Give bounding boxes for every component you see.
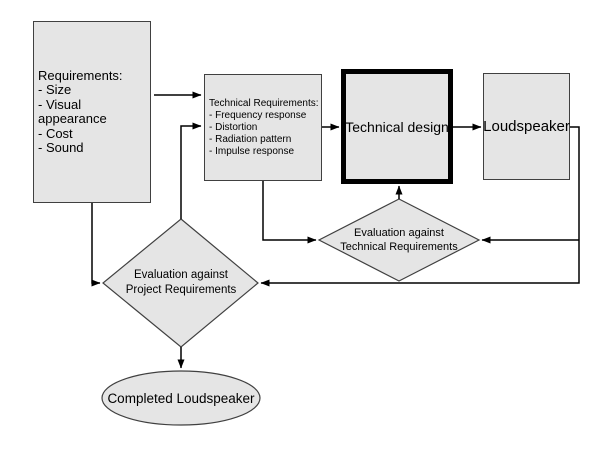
technical-evaluation-diamond <box>317 198 481 282</box>
technical-requirements-node: Technical Requirements: - Frequency resp… <box>204 74 322 181</box>
requirements-item: - Visual appearance <box>38 96 107 126</box>
technical-requirements-item: - Frequency response <box>209 109 307 121</box>
technical-requirements-item: - Impulse response <box>209 145 295 157</box>
requirements-title: Requirements: <box>38 67 123 83</box>
connector-loudspeaker-to-project-evaluation <box>260 126 580 287</box>
connector-project-evaluation-to-technical-requirements <box>180 122 202 219</box>
connector-requirements-to-project-evaluation <box>91 203 101 287</box>
technical-design-label: Technical design <box>345 118 449 135</box>
loudspeaker-label: Loudspeaker <box>483 118 570 135</box>
requirements-item: - Cost <box>38 125 73 141</box>
technical-design-node: Technical design <box>341 69 453 184</box>
requirements-item: - Size <box>38 82 72 97</box>
loudspeaker-node: Loudspeaker <box>483 73 570 180</box>
technical-requirements-item: - Distortion <box>209 121 258 133</box>
project-evaluation-diamond <box>102 218 259 348</box>
connector-technical-requirements-to-technical-evaluation <box>262 181 317 244</box>
technical-requirements-item: - Radiation pattern <box>209 133 292 145</box>
completed-loudspeaker-ellipse <box>101 370 261 426</box>
requirements-item: - Sound <box>38 140 84 155</box>
requirements-node: Requirements: - Size - Visual appearance… <box>33 21 151 203</box>
technical-requirements-title: Technical Requirements: <box>209 97 319 109</box>
